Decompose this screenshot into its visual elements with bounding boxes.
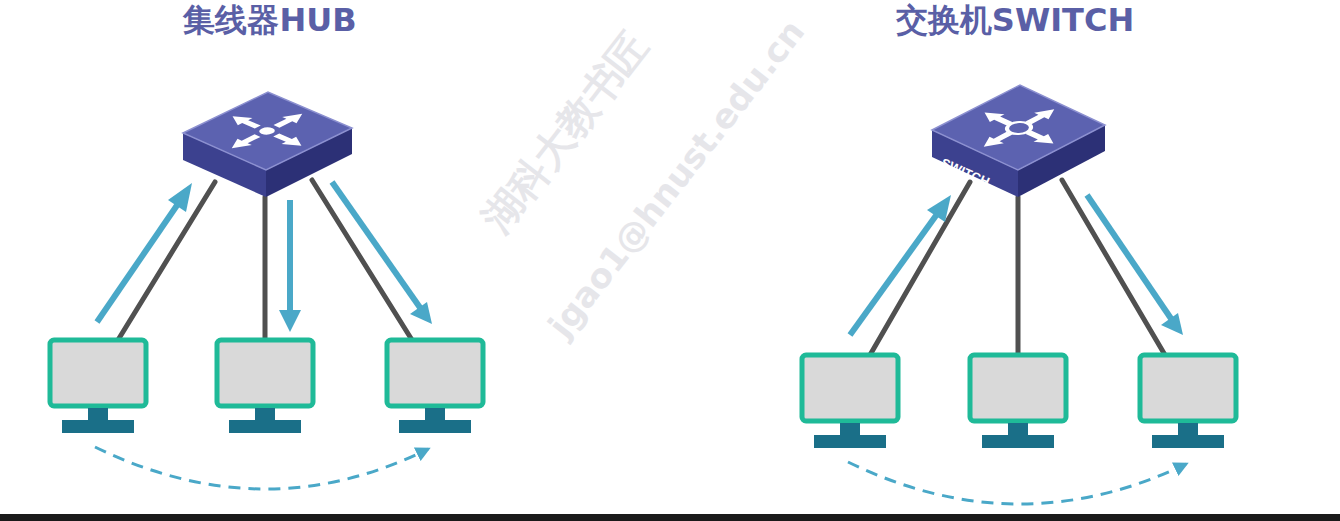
- device-label: SWITCH: [939, 155, 992, 190]
- switch-device: [932, 85, 1105, 197]
- watermark: jgao1@hnust.edu.cn: [540, 12, 812, 345]
- device-node: 交换机SWITCH SWITCH: [865, 0, 1165, 200]
- dashed-paths: [95, 447, 1186, 504]
- computers: [50, 340, 1236, 448]
- panel-title: 集线器HUB: [130, 0, 410, 40]
- hub-device: [183, 92, 352, 197]
- panel-title: 交换机SWITCH: [865, 0, 1165, 40]
- device-node: 集线器HUB: [130, 0, 410, 200]
- bottom-bar: [0, 514, 1340, 521]
